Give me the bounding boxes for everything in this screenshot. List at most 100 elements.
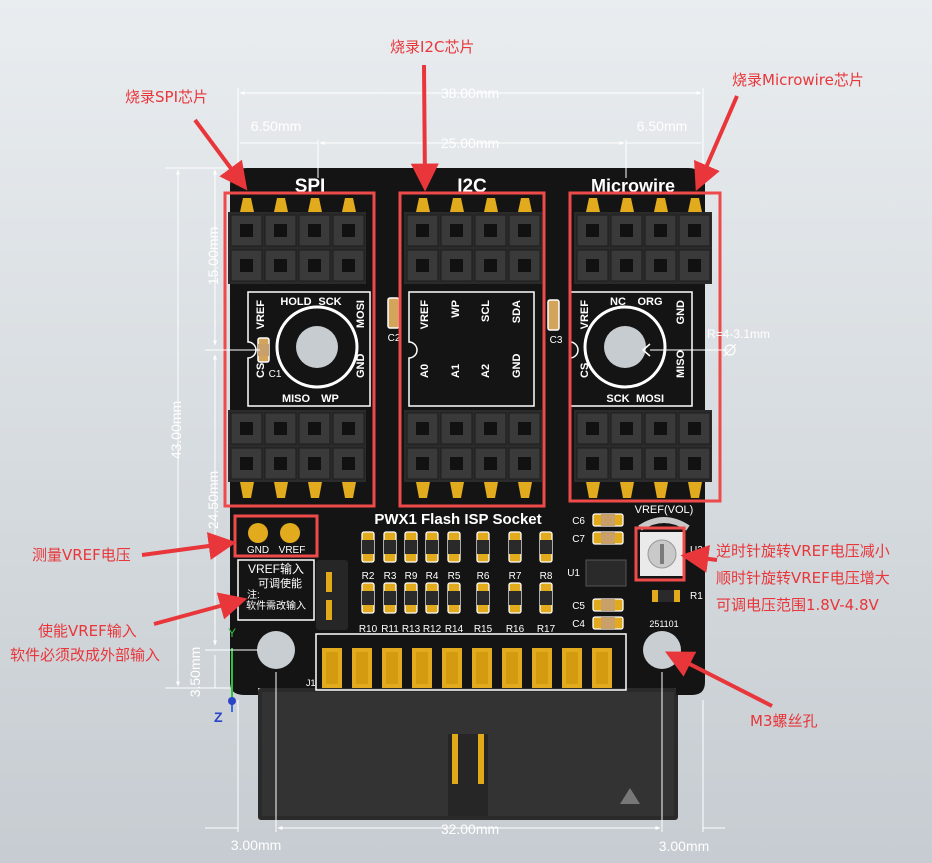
svg-text:VREF(VOL): VREF(VOL) bbox=[635, 504, 694, 516]
pin-label: A0 bbox=[419, 364, 431, 378]
annotation-pot-cw: 顺时针旋转VREF电压增大 bbox=[716, 569, 890, 587]
gnd-vref-test-pads: GND VREF bbox=[247, 523, 305, 556]
pin-label: VREF bbox=[255, 300, 267, 330]
svg-text:R3: R3 bbox=[384, 571, 397, 582]
svg-text:R16: R16 bbox=[506, 624, 525, 635]
svg-text:3.00mm: 3.00mm bbox=[659, 838, 710, 854]
svg-text:C4: C4 bbox=[572, 619, 585, 630]
annotation-i2c: 烧录I2C芯片 bbox=[390, 38, 475, 56]
pin-label: MOSI bbox=[636, 393, 664, 405]
resistor: R7 bbox=[508, 531, 522, 582]
svg-text:可调使能: 可调使能 bbox=[258, 576, 302, 590]
pin-label: WP bbox=[450, 300, 462, 318]
resistor: R15 bbox=[474, 582, 493, 635]
svg-text:VREF: VREF bbox=[279, 545, 306, 556]
annotation-pot-ccw: 逆时针旋转VREF电压减小 bbox=[716, 542, 890, 560]
svg-text:R6: R6 bbox=[477, 571, 490, 582]
resistor: R3 bbox=[383, 531, 397, 582]
connector-j1-pins bbox=[315, 633, 627, 691]
resistor: R14 bbox=[445, 582, 464, 635]
resistor: R2 bbox=[361, 531, 375, 582]
annotation-spi: 烧录SPI芯片 bbox=[125, 88, 208, 106]
idc-connector bbox=[258, 688, 678, 820]
svg-text:R15: R15 bbox=[474, 624, 493, 635]
microwire-chip-outline bbox=[569, 291, 693, 407]
dimension-labels: 38.00mm 25.00mm 6.50mm 6.50mm 32.00mm 3.… bbox=[168, 85, 770, 854]
svg-text:3.50mm: 3.50mm bbox=[187, 647, 203, 698]
svg-text:R1: R1 bbox=[690, 591, 703, 602]
capacitor-c4: C4 bbox=[572, 616, 624, 630]
potentiometer-u2: VREF(VOL) U2 R1 251101 bbox=[635, 504, 704, 629]
pin-label: A1 bbox=[450, 364, 462, 378]
svg-text:R11: R11 bbox=[381, 624, 399, 635]
resistor: R17 bbox=[537, 582, 556, 635]
pin-label: GND bbox=[675, 300, 687, 325]
pin-label: ORG bbox=[637, 296, 662, 308]
board-title: PWX1 Flash ISP Socket bbox=[374, 511, 541, 528]
spi-bottom-socket bbox=[228, 410, 366, 498]
pin-label: SCL bbox=[480, 300, 492, 322]
microwire-top-socket bbox=[574, 198, 712, 284]
svg-text:3.00mm: 3.00mm bbox=[231, 837, 282, 853]
svg-text:Z: Z bbox=[214, 709, 223, 725]
pin-label: MOSI bbox=[355, 300, 367, 328]
pin-label: SCK bbox=[606, 393, 629, 405]
svg-text:VREF输入: VREF输入 bbox=[248, 561, 304, 576]
microwire-bottom-socket bbox=[574, 410, 712, 498]
annotation-pot-range: 可调电压范围1.8V-4.8V bbox=[716, 596, 879, 614]
svg-text:C1: C1 bbox=[269, 369, 282, 380]
svg-text:R2: R2 bbox=[362, 571, 375, 582]
vref-enable-block: VREF输入 可调使能 注: 软件需改输入 bbox=[237, 559, 348, 630]
resistor: R9 bbox=[404, 531, 418, 582]
svg-text:C2: C2 bbox=[388, 333, 401, 344]
svg-text:U1: U1 bbox=[567, 568, 580, 579]
pin-label: MISO bbox=[282, 393, 311, 405]
resistor: R12 bbox=[423, 582, 442, 635]
microwire-highlight-box bbox=[568, 191, 722, 503]
annotation-arrows bbox=[141, 64, 773, 708]
svg-text:C3: C3 bbox=[550, 335, 563, 346]
svg-text:6.50mm: 6.50mm bbox=[637, 118, 688, 134]
svg-text:R12: R12 bbox=[423, 624, 442, 635]
svg-text:R8: R8 bbox=[540, 571, 553, 582]
pin-label: CS bbox=[255, 363, 267, 378]
svg-text:R=4-3.1mm: R=4-3.1mm bbox=[707, 327, 770, 341]
resistor: R4 bbox=[425, 531, 439, 582]
socket-headers bbox=[228, 198, 712, 498]
annotation-m3-hole: M3螺丝孔 bbox=[750, 712, 818, 730]
pin-label: NC bbox=[610, 296, 626, 308]
microwire-header-label: Microwire bbox=[591, 176, 675, 196]
pin-label: CS bbox=[579, 363, 591, 378]
annotation-microwire: 烧录Microwire芯片 bbox=[732, 71, 864, 89]
svg-text:15.00mm: 15.00mm bbox=[205, 227, 221, 285]
svg-text:24.50mm: 24.50mm bbox=[205, 471, 221, 529]
svg-text:R7: R7 bbox=[509, 571, 522, 582]
capacitor-c7: C7 bbox=[572, 531, 624, 545]
m3-hole-right bbox=[643, 631, 681, 669]
spi-top-socket bbox=[228, 198, 366, 284]
axis-indicator: Y Z bbox=[214, 626, 236, 725]
m3-hole-left bbox=[257, 631, 295, 669]
pin-label: SDA bbox=[511, 300, 523, 323]
i2c-bottom-socket bbox=[404, 410, 542, 498]
spi-chip-outline bbox=[247, 291, 371, 407]
svg-text:R17: R17 bbox=[537, 624, 556, 635]
pin-label: VREF bbox=[419, 300, 431, 330]
capacitor-c6: C6 bbox=[572, 513, 624, 527]
svg-text:U2: U2 bbox=[690, 545, 703, 556]
svg-text:38.00mm: 38.00mm bbox=[441, 85, 499, 101]
svg-text:R14: R14 bbox=[445, 624, 464, 635]
resistor: R5 bbox=[447, 531, 461, 582]
svg-text:43.00mm: 43.00mm bbox=[168, 401, 184, 459]
annotation-measure-vref: 测量VREF电压 bbox=[32, 546, 131, 564]
i2c-chip-outline bbox=[408, 291, 535, 407]
svg-text:6.50mm: 6.50mm bbox=[251, 118, 302, 134]
pin-label: A2 bbox=[480, 364, 492, 378]
capacitor-c2: C2 bbox=[387, 297, 401, 344]
svg-text:Y: Y bbox=[228, 626, 236, 640]
resistor: R6 bbox=[476, 531, 490, 582]
capacitor-c3: C3 bbox=[547, 299, 563, 346]
svg-text:R10: R10 bbox=[359, 624, 378, 635]
